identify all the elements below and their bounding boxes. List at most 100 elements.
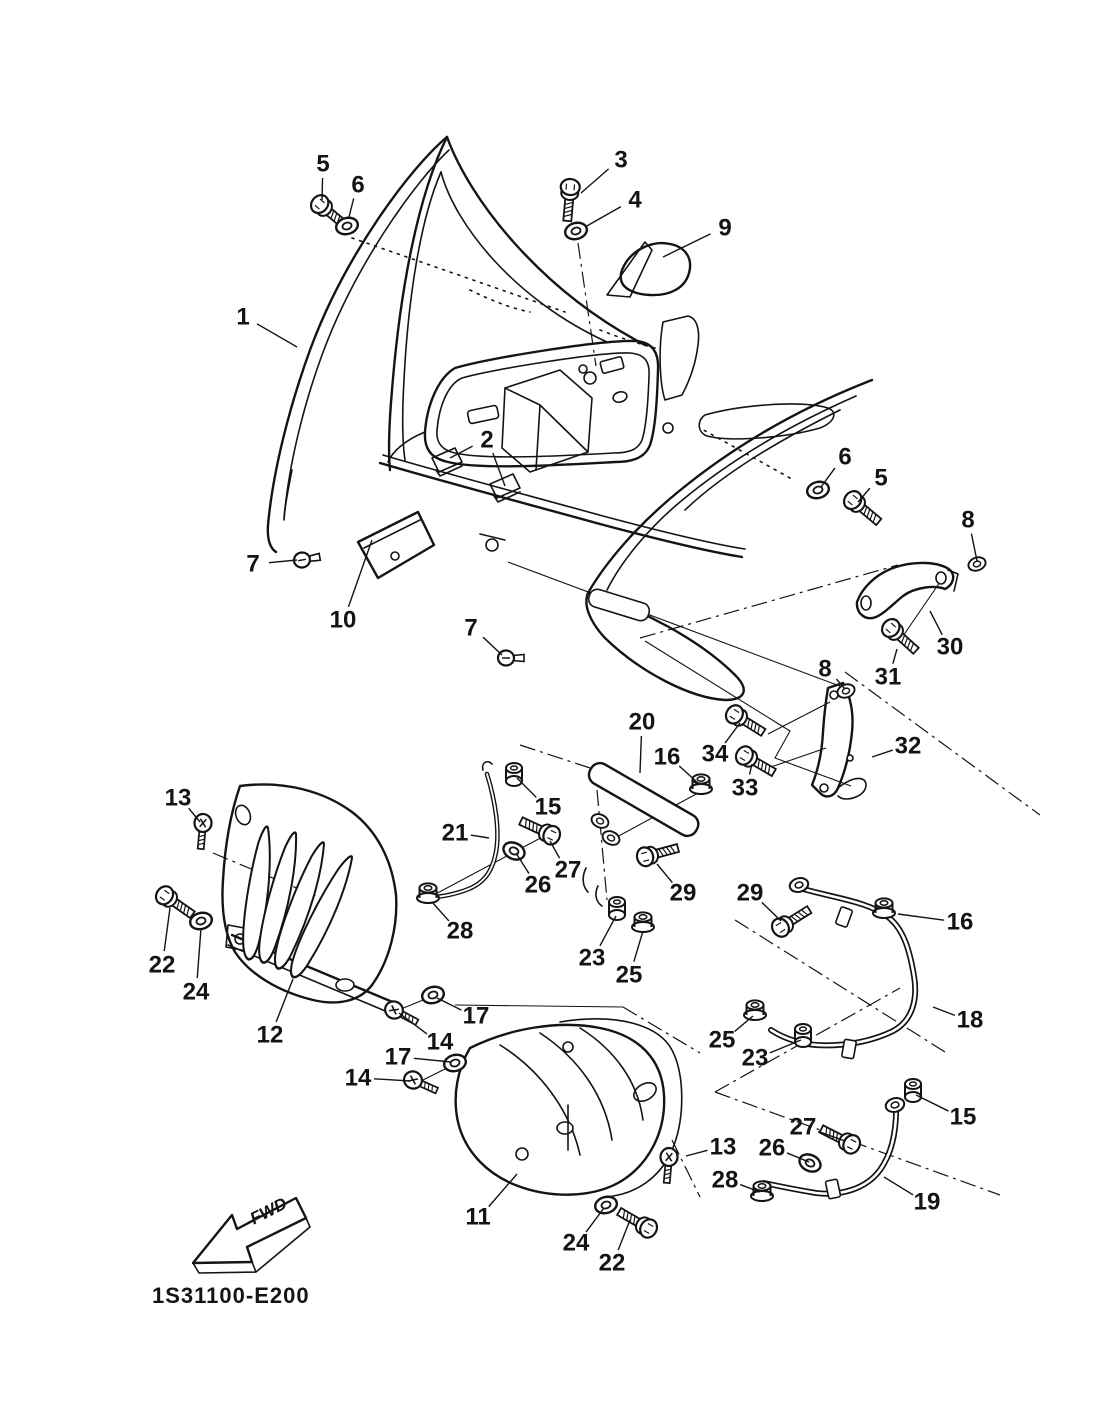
callout-label-15-22: 15 bbox=[535, 794, 562, 821]
leader-line bbox=[431, 901, 450, 922]
callout-label-11-48: 11 bbox=[465, 1204, 490, 1231]
leader-line bbox=[883, 1176, 914, 1196]
callout-label-12-34: 12 bbox=[257, 1022, 284, 1049]
leader-line bbox=[599, 915, 617, 947]
callout-label-17-36: 17 bbox=[463, 1003, 490, 1030]
callout-label-6-7: 6 bbox=[838, 444, 851, 471]
leader-line bbox=[413, 1057, 452, 1063]
leader-line bbox=[820, 467, 836, 488]
callout-label-26-25: 26 bbox=[525, 872, 552, 899]
leader-line bbox=[633, 930, 644, 962]
leader-line bbox=[617, 1219, 631, 1251]
leader-line bbox=[739, 1183, 761, 1193]
bracket-part32 bbox=[810, 681, 867, 800]
callout-label-21-23: 21 bbox=[442, 820, 469, 847]
callout-label-4-4: 4 bbox=[628, 187, 642, 214]
leader-line bbox=[685, 1149, 708, 1157]
leader-line bbox=[256, 323, 298, 348]
seat-flap-part9 bbox=[606, 241, 692, 298]
callout-label-20-16: 20 bbox=[629, 709, 656, 736]
callout-label-13-44: 13 bbox=[710, 1134, 737, 1161]
leader-line bbox=[769, 1039, 802, 1054]
leader-line bbox=[321, 177, 324, 201]
callout-label-23-39: 23 bbox=[742, 1045, 769, 1072]
fwd-arrow: FWD bbox=[191, 1194, 311, 1274]
callout-label-22-30: 22 bbox=[149, 952, 176, 979]
leader-line bbox=[639, 735, 643, 774]
fwd-label: FWD bbox=[247, 1194, 290, 1229]
leader-line bbox=[347, 539, 373, 608]
leader-line bbox=[482, 636, 503, 656]
part2-patches bbox=[431, 447, 521, 503]
callout-label-26-45: 26 bbox=[759, 1135, 786, 1162]
callout-label-18-35: 18 bbox=[957, 1007, 984, 1034]
callout-label-5-8: 5 bbox=[874, 465, 887, 492]
callout-label-8-15: 8 bbox=[818, 656, 831, 683]
leader-line bbox=[915, 1094, 949, 1112]
callout-label-10-13: 10 bbox=[330, 607, 357, 634]
leader-line bbox=[515, 852, 530, 874]
callout-label-23-32: 23 bbox=[579, 945, 606, 972]
leader-line bbox=[734, 1015, 754, 1032]
bracket-part30 bbox=[855, 561, 959, 620]
callout-label-25-33: 25 bbox=[616, 962, 643, 989]
callout-label-27-43: 27 bbox=[790, 1114, 817, 1141]
callout-label-16-28: 16 bbox=[947, 909, 974, 936]
leader-line bbox=[970, 533, 978, 562]
leader-line bbox=[857, 487, 871, 503]
leader-line bbox=[897, 913, 945, 921]
callout-label-8-9: 8 bbox=[961, 507, 974, 534]
callout-label-3-3: 3 bbox=[614, 147, 627, 174]
callout-label-24-49: 24 bbox=[563, 1230, 590, 1257]
callout-label-24-31: 24 bbox=[183, 979, 210, 1006]
guard-part11 bbox=[454, 1018, 683, 1198]
leader-line bbox=[398, 1012, 428, 1035]
callout-label-17-40: 17 bbox=[385, 1044, 412, 1071]
leader-line bbox=[929, 610, 943, 636]
pipe-part19 bbox=[761, 1098, 900, 1200]
right-fender-panel bbox=[585, 378, 874, 702]
leader-line bbox=[585, 1207, 605, 1233]
leader-line bbox=[549, 840, 561, 859]
callout-label-28-46: 28 bbox=[712, 1167, 739, 1194]
callout-label-34-17: 34 bbox=[702, 741, 729, 768]
callout-label-16-18: 16 bbox=[654, 744, 681, 771]
leader-line bbox=[786, 1152, 810, 1163]
leader-line bbox=[470, 834, 490, 839]
callout-label-7-12: 7 bbox=[246, 551, 259, 578]
callout-label-33-19: 33 bbox=[732, 775, 759, 802]
guard-part12 bbox=[221, 783, 398, 1014]
leader-line bbox=[817, 1130, 846, 1142]
alignment-lines bbox=[212, 237, 1041, 1198]
callout-label-1-0: 1 bbox=[236, 304, 249, 331]
leader-line bbox=[835, 678, 846, 690]
wire-part21 bbox=[428, 761, 500, 900]
leader-line bbox=[584, 206, 622, 228]
callout-label-27-24: 27 bbox=[555, 857, 582, 884]
leader-line bbox=[188, 807, 201, 823]
center-deck bbox=[378, 315, 746, 559]
stay-part20 bbox=[582, 761, 700, 907]
leader-line bbox=[761, 901, 782, 922]
leader-line bbox=[348, 198, 355, 218]
callout-label-13-21: 13 bbox=[165, 785, 192, 812]
diagram-code: 1S31100-E200 bbox=[152, 1283, 310, 1308]
callout-label-6-2: 6 bbox=[351, 172, 364, 199]
callout-label-2-6: 2 bbox=[480, 427, 493, 454]
callout-label-30-10: 30 bbox=[937, 634, 964, 661]
callout-label-25-38: 25 bbox=[709, 1027, 736, 1054]
left-fender-panel bbox=[266, 135, 647, 554]
leader-line bbox=[656, 863, 673, 884]
callout-label-14-37: 14 bbox=[427, 1029, 454, 1056]
leader-line bbox=[724, 722, 741, 744]
callout-label-29-27: 29 bbox=[737, 880, 764, 907]
leader-line bbox=[662, 233, 711, 258]
leader-line bbox=[892, 648, 898, 664]
leader-line bbox=[871, 749, 893, 758]
leader-line bbox=[275, 978, 294, 1023]
leader-line bbox=[580, 168, 610, 194]
callout-label-19-47: 19 bbox=[914, 1189, 941, 1216]
